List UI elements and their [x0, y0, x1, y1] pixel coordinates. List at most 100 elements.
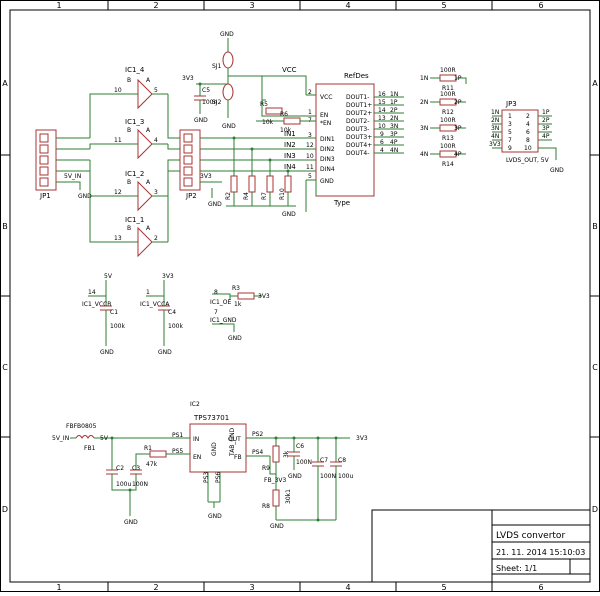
ic2-label: IC2: [190, 401, 200, 408]
column-labels-top: 1 2 3 4 5 6: [56, 1, 543, 10]
r2-label: R2: [225, 192, 232, 200]
pin-name: DOUT1+: [346, 102, 372, 109]
r13-value: 100R: [440, 117, 456, 124]
refdes-output-nets: 1N 1P 2P 2N 3N 3P 4P 4N: [390, 91, 398, 154]
pin-name: DOUT2+: [346, 110, 372, 117]
gnd-label: GND: [222, 123, 236, 130]
pin-number: 4: [526, 121, 530, 128]
gnd-label: GND: [208, 201, 222, 208]
c7-value: 100N: [320, 473, 336, 480]
pin-label: B: [127, 77, 131, 84]
r6-value: 10k: [280, 127, 292, 134]
fb1-label: FB1: [84, 445, 96, 452]
pin-name: DOUT3+: [346, 134, 372, 141]
fb-3v3-label: FB_3V3: [264, 477, 286, 484]
buffer-ic1-2: IC1_2 B A 12 3: [114, 170, 168, 212]
fbfb0805-label: FBFB0805: [66, 423, 97, 430]
net-label: 1N: [491, 109, 499, 116]
decoupling-c4: 3V3 1 IC1_VCCA C4 100k GND: [140, 273, 183, 356]
pin-name: DIN1: [320, 136, 335, 143]
c6-value: 100N: [296, 459, 312, 466]
pin-number: 4: [380, 147, 384, 154]
vcc-label: VCC: [282, 66, 297, 74]
c7-label: C7: [320, 457, 328, 464]
r14-label: R14: [442, 161, 454, 168]
pin-number: 14: [88, 289, 96, 296]
r11-value: 100R: [440, 67, 456, 74]
r3-label: R3: [232, 285, 240, 292]
gnd-label: GND: [78, 193, 92, 200]
pin-number: 5: [308, 173, 312, 180]
pin-name: GND: [211, 442, 218, 456]
ic1-3-label: IC1_3: [125, 118, 144, 126]
junction-dots: [110, 82, 338, 522]
pin-name: DOUT3-: [346, 126, 369, 133]
pin-number: 7: [214, 309, 218, 316]
pin-number: 4: [154, 137, 158, 144]
pin-number: 10: [114, 87, 122, 94]
net-label: 1P: [390, 99, 398, 106]
pin-number: 15: [378, 99, 386, 106]
r9-value: 3k: [283, 450, 290, 458]
gnd-label: GND: [158, 349, 172, 356]
buffer-ic1-4: IC1_4 B A 10 5: [114, 66, 168, 110]
jp3-label: JP3: [505, 100, 517, 108]
ic1-4-label: IC1_4: [125, 66, 145, 74]
gnd-label: GND: [270, 523, 284, 530]
v33-label: 3V3: [182, 75, 194, 82]
net-5v-in-label: 5V_IN: [64, 173, 81, 180]
pin-name: DOUT2-: [346, 118, 369, 125]
pin-number: 6: [526, 129, 530, 136]
title-block: LVDS convertor 21. 11. 2014 15:10:03 She…: [371, 509, 591, 583]
pin-number: 10: [306, 153, 314, 160]
pin-number: 16: [378, 91, 386, 98]
regulator-input: FBFB0805 5V_IN FB1 5V C2 100u C3 100N GN…: [52, 423, 190, 526]
solder-jumpers: GND SJ1 SJ2 GND 3V3 C5 100n GND: [182, 31, 263, 130]
r1-label: R1: [144, 445, 152, 452]
net-label: 3P: [390, 131, 398, 138]
pin-name: DOUT4-: [346, 150, 369, 157]
col-label: 5: [441, 583, 446, 592]
pin-label: A: [146, 225, 151, 232]
jp3-connector: JP3 1 3 5 7 9 2 4 6 8 10 1N 2N 3N 4N 3V3…: [489, 100, 564, 174]
c4-label: C4: [168, 309, 176, 316]
ic1-1-label: IC1_1: [125, 216, 144, 224]
net-label: 4N: [491, 133, 499, 140]
r4-label: R4: [243, 192, 250, 200]
net-label: 4P: [454, 151, 462, 158]
refdes-left-pins: VCC EN *EN DIN1 DIN2 DIN3 DIN4 GND 2 1 7…: [306, 89, 335, 185]
gnd-label: GND: [100, 349, 114, 356]
col-label: 3: [249, 583, 254, 592]
v33-out-label: 3V3: [356, 435, 368, 442]
ps4-label: PS4: [252, 449, 263, 456]
jp2-connector: JP2 3V3 GND: [179, 129, 222, 208]
r7-label: R7: [261, 192, 268, 200]
jp1-connector: JP1 5V_IN GND: [35, 129, 92, 200]
col-label: 5: [441, 1, 446, 10]
net-label: 4N: [390, 147, 398, 154]
c8-value: 100u: [338, 473, 353, 480]
c6-label: C6: [296, 443, 304, 450]
oe-pullup-r3: R3 1k 3V3 8 IC1_OE 7 IC1_GND GND: [210, 285, 270, 342]
pin-name: GND: [320, 178, 334, 185]
pin-name: IN: [193, 436, 199, 443]
ps1-label: PS1: [172, 432, 183, 439]
gnd-label: GND: [220, 31, 234, 38]
ic1-vccb-label: IC1_VCCB: [82, 301, 111, 308]
gnd-label: GND: [194, 117, 208, 124]
pin-number: 12: [306, 142, 314, 149]
row-label: A: [2, 79, 8, 88]
r11-label: R11: [442, 85, 454, 92]
jp3-pin-numbers: 1 3 5 7 9 2 4 6 8 10: [508, 113, 532, 152]
row-label: D: [592, 505, 598, 514]
net-label: 3N: [491, 125, 499, 132]
pin-name: DIN4: [320, 166, 335, 173]
net-label: 2P: [454, 99, 462, 106]
pin-name: OUT: [228, 436, 241, 443]
pin-number: 3: [154, 189, 158, 196]
r5-value: 10k: [262, 119, 274, 126]
r3-value: 1k: [234, 301, 242, 308]
pin-number: 10: [524, 145, 532, 152]
